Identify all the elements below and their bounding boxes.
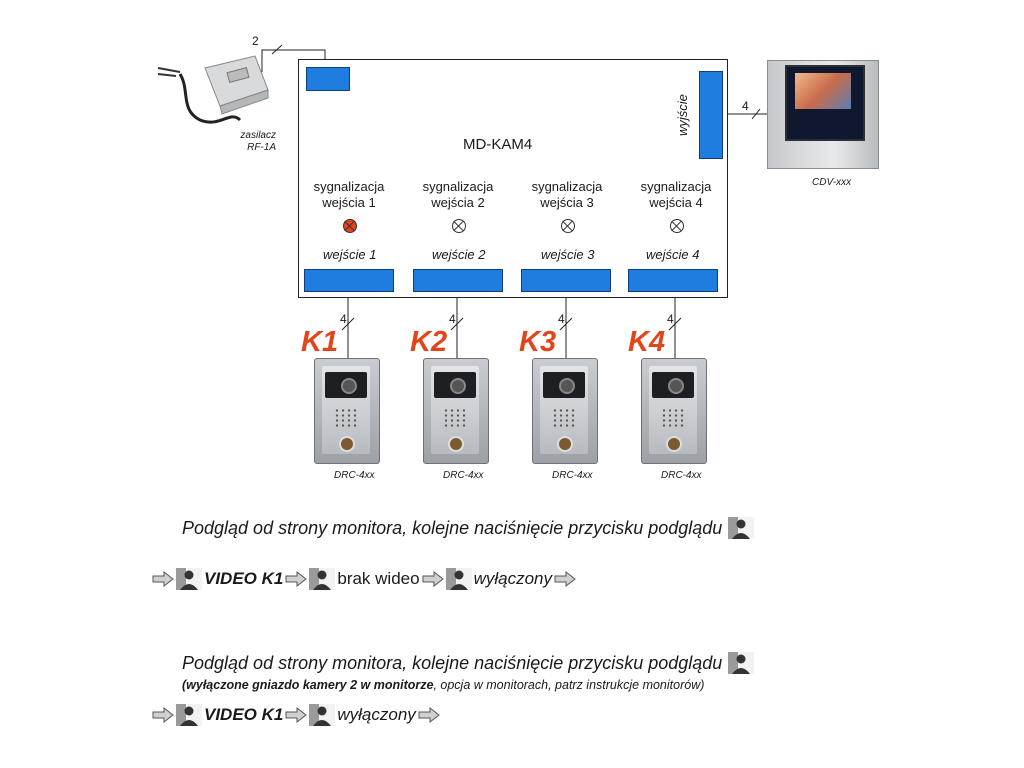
camera-label-k2: K2 — [410, 326, 447, 359]
input-label-3: wejście 3 — [541, 247, 594, 262]
section1-heading-row: Podgląd od strony monitora, kolejne naci… — [182, 517, 754, 539]
section2-note-rest: , opcja w monitorach, patrz instrukcje m… — [433, 678, 704, 692]
door-camera-2 — [423, 358, 489, 464]
preview-person-icon — [176, 704, 202, 726]
section2-sequence: VIDEO K1 wyłączony — [152, 704, 440, 726]
power-port — [306, 67, 350, 91]
section1-sequence: VIDEO K1 brak wideo wyłączony — [152, 568, 576, 590]
arrow-right-icon — [285, 707, 307, 723]
door-camera-4 — [641, 358, 707, 464]
input-label-4: wejście 4 — [646, 247, 699, 262]
camera-model-3: DRC-4xx — [552, 470, 593, 481]
output-port — [699, 71, 723, 159]
arrow-right-icon — [285, 571, 307, 587]
sequence-step-off: wyłączony — [474, 569, 552, 589]
power-supply-label-line1: zasilacz — [232, 130, 276, 142]
sequence-step-video-k1: VIDEO K1 — [204, 569, 283, 589]
signal-lamp-4 — [670, 219, 684, 233]
power-wire-count: 2 — [252, 34, 259, 48]
section2-note-bold: (wyłączone gniazdo kamery 2 w monitorze — [182, 678, 433, 692]
arrow-right-icon — [418, 707, 440, 723]
section2-note: (wyłączone gniazdo kamery 2 w monitorze,… — [182, 678, 704, 692]
monitor — [767, 60, 879, 169]
camera-label-k1: K1 — [301, 326, 338, 359]
power-supply-label-line2: RF-1A — [232, 142, 276, 154]
arrow-right-icon — [152, 707, 174, 723]
monitor-label: CDV-xxx — [812, 177, 851, 188]
signal-lamp-2 — [452, 219, 466, 233]
input-label-2: wejście 2 — [432, 247, 485, 262]
monitor-wire-count: 4 — [742, 99, 749, 113]
door-camera-1 — [314, 358, 380, 464]
camera-model-2: DRC-4xx — [443, 470, 484, 481]
signal-lamp-1 — [343, 219, 357, 233]
signal-lamp-3 — [561, 219, 575, 233]
power-supply — [150, 50, 275, 130]
section1-heading: Podgląd od strony monitora, kolejne naci… — [182, 518, 722, 539]
preview-person-icon — [309, 568, 335, 590]
preview-person-icon — [176, 568, 202, 590]
arrow-right-icon — [422, 571, 444, 587]
input-port-3 — [521, 269, 611, 292]
wire-count-1: 4 — [340, 312, 347, 326]
sequence-step-no-video: brak wideo — [337, 569, 419, 589]
input-port-2 — [413, 269, 503, 292]
output-label: wyjście — [675, 94, 690, 136]
input-label-1: wejście 1 — [323, 247, 376, 262]
sequence2-step-video-k1: VIDEO K1 — [204, 705, 283, 725]
preview-person-icon — [309, 704, 335, 726]
preview-person-icon — [728, 652, 754, 674]
camera-model-4: DRC-4xx — [661, 470, 702, 481]
camera-model-1: DRC-4xx — [334, 470, 375, 481]
monitor-screen — [785, 65, 865, 141]
arrow-right-icon — [554, 571, 576, 587]
input-port-4 — [628, 269, 718, 292]
camera-label-k3: K3 — [519, 326, 556, 359]
wire-count-4: 4 — [667, 312, 674, 326]
camera-label-k4: K4 — [628, 326, 665, 359]
section2-heading-row: Podgląd od strony monitora, kolejne naci… — [182, 652, 754, 674]
sequence2-step-off: wyłączony — [337, 705, 415, 725]
input-port-1 — [304, 269, 394, 292]
power-supply-label: zasilacz RF-1A — [232, 130, 276, 154]
wire-count-2: 4 — [449, 312, 456, 326]
section2-heading: Podgląd od strony monitora, kolejne naci… — [182, 653, 722, 674]
preview-person-icon — [728, 517, 754, 539]
door-camera-3 — [532, 358, 598, 464]
device-title: MD-KAM4 — [463, 136, 532, 153]
wire-count-3: 4 — [558, 312, 565, 326]
preview-person-icon — [446, 568, 472, 590]
arrow-right-icon — [152, 571, 174, 587]
